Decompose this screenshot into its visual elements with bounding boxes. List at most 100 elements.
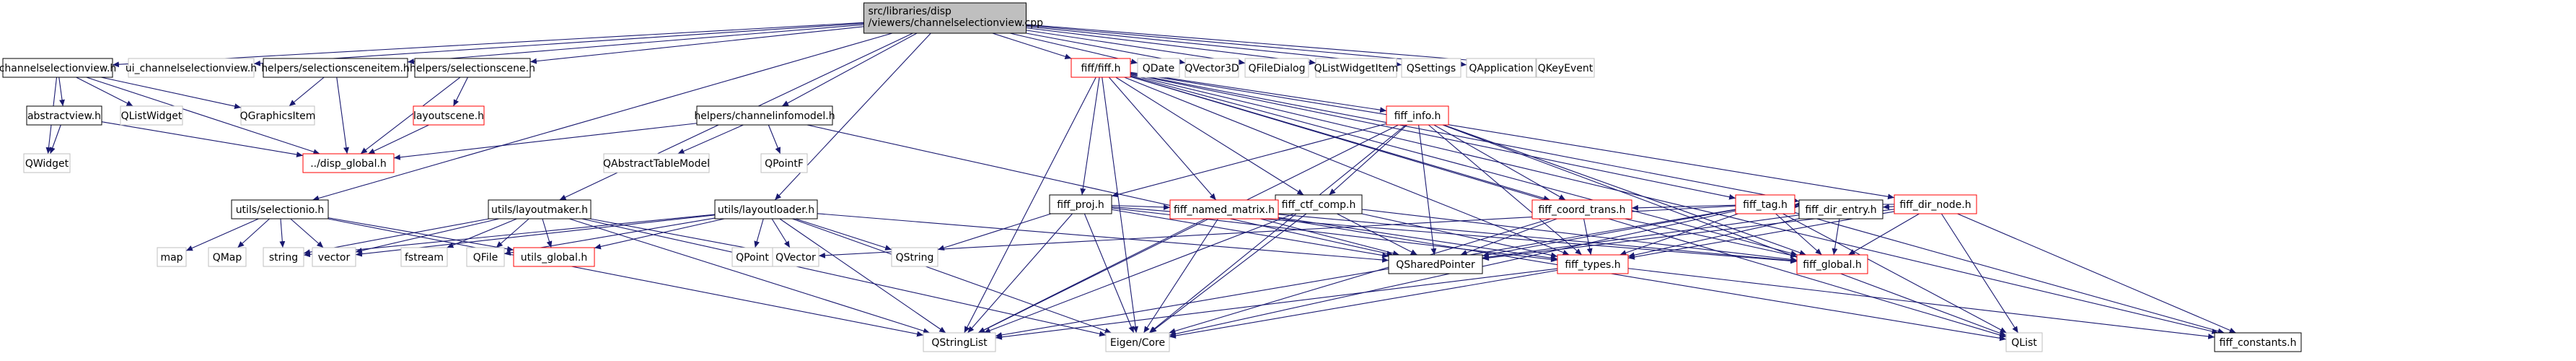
node-box [208,247,247,267]
edge-fiff_dir_entry_h-to-qsharedpointer [1482,214,1800,260]
node-label: fiff_named_matrix.h [1174,204,1275,216]
node-root-line1[interactable]: src/libraries/disp/viewers/channelselect… [863,2,1044,34]
edge-fiff_h-to-fiff_dir_entry_h [1130,73,1800,204]
node-label: QDate [1143,63,1174,74]
edge-fiff_dir_node_h-to-qlist [1940,213,2019,334]
node-label: Eigen/Core [1110,337,1165,349]
node-label: utils/layoutloader.h [718,204,814,216]
node-layoutloader-h[interactable]: utils/layoutloader.h [714,199,818,219]
node-label: QFile [473,252,498,264]
node-qfiledialog: QFileDialog [1244,58,1309,78]
node-layoutmaker-h[interactable]: utils/layoutmaker.h [488,199,592,219]
node-abstractview-h[interactable]: abstractview.h [26,105,102,126]
node-box [128,58,255,78]
node-fiff-dir-entry-h[interactable]: fiff_dir_entry.h [1798,199,1883,219]
edge-fiff_ctf_comp_h-to-eigen_core [1149,213,1307,334]
node-label: fiff_proj.h [1057,199,1104,211]
edge-fiff_types_h-to-eigen_core [1169,269,1558,339]
node-channelinfomodel-h[interactable]: helpers/channelinfomodel.h [694,105,835,126]
node-qstring: QString [891,247,938,267]
node-label: helpers/channelinfomodel.h [694,110,835,122]
node-box [1184,58,1239,78]
node-fiff-tag-h[interactable]: fiff_tag.h [1735,194,1795,214]
edge-fiff_dir_node_h-to-fiff_constants_h [1957,213,2236,334]
node-vector: vector [312,247,356,267]
node-box [2,58,113,78]
edge-fiff_h-to-fiff_tag_h [1130,73,1736,200]
node-qlistwidget: QListWidget [120,105,183,126]
node-utils-global-h[interactable]: utils_global.h [513,247,595,267]
node-box [2005,332,2043,352]
edge-channelselectionview_h-to-abstractview_h [58,77,65,107]
edge-fiff_tag_h-to-fiff_coord_trans_h [1631,204,1736,211]
node-fiff-info-h[interactable]: fiff_info.h [1386,105,1449,126]
edge-selectionscene_h-to-layoutscene_h [453,77,468,107]
node-ui-channelselectionview-h: ui_channelselectionview.h [126,58,257,78]
node-selectionio-h[interactable]: utils/selectionio.h [231,199,329,219]
edge-fiff_dir_entry_h-to-fiff_types_h [1627,218,1800,258]
node-box [1169,199,1279,219]
node-box [120,105,183,126]
edge-root_line1-to-selectionscene_h [529,26,864,64]
node-label: channelselectionview.h [0,63,116,74]
node-label: QSharedPointer [1396,259,1475,271]
node-box [760,153,808,173]
node-qsettings: QSettings [1401,58,1461,78]
edge-abstractview_h-to-disp_global_h [101,121,304,157]
node-fiff-dir-node-h[interactable]: fiff_dir_node.h [1894,194,1977,214]
edge-channelselectionview_h-to-disp_global_h [86,77,320,155]
node-fiff-ctf-comp-h[interactable]: fiff_ctf_comp.h [1275,194,1363,214]
node-layoutscene-h[interactable]: layoutscene.h [413,105,485,126]
edge-root_line1-to-selectionio_h [312,32,893,201]
node-selectionsceneitem-h[interactable]: helpers/selectionsceneitem.h [261,58,410,78]
node-label: vector [318,252,351,264]
node-selectionscene-h[interactable]: helpers/selectionscene.h [410,58,535,78]
node-label: utils_global.h [521,252,587,264]
edge-selectionsceneitem_h-to-disp_global_h [336,77,349,155]
node-label: QPointF [765,158,804,170]
node-box [891,247,938,267]
node-qfile: QFile [466,247,505,267]
edge-fiff_dir_entry_h-to-fiff_global_h [1832,218,1840,256]
node-disp-global-h[interactable]: ../disp_global.h [302,153,395,173]
edge-fiff_ctf_comp_h-to-fiff_global_h [1361,209,1798,263]
edge-layoutloader_h-to-utils_global_h [594,218,725,250]
node-channelselectionview-h[interactable]: channelselectionview.h [0,58,116,78]
dependency-edges [45,22,2236,342]
edge-fiff_info_h-to-fiff_proj_h [1111,123,1387,198]
node-fstream: fstream [400,247,448,267]
node-fiff-proj-h[interactable]: fiff_proj.h [1049,194,1112,214]
node-label: fiff/fiff.h [1081,63,1121,74]
node-fiff-global-h[interactable]: fiff_global.h [1796,254,1868,274]
node-label: QVector [775,252,816,264]
edge-fiff_tag_h-to-fiff_global_h [1775,213,1822,256]
edge-fiff_coord_trans_h-to-qsharedpointer [1460,218,1557,256]
node-fiff-h[interactable]: fiff/fiff.h [1071,58,1131,78]
edge-fiff_ctf_comp_h-to-fiff_types_h [1361,213,1558,258]
edge-layoutloader_h-to-qstring [795,218,892,251]
node-box [1796,254,1868,274]
node-label: QFileDialog [1248,63,1305,74]
node-label: fiff_ctf_comp.h [1282,199,1356,211]
node-fiff-types-h[interactable]: fiff_types.h [1557,254,1629,274]
node-label: layoutscene.h [413,110,484,122]
node-label: fiff_tag.h [1743,199,1788,211]
node-fiff-named-matrix-h[interactable]: fiff_named_matrix.h [1169,199,1279,219]
node-fiff-constants-h[interactable]: fiff_constants.h [2214,332,2302,352]
edge-fiff_h-to-fiff_constants_h [1130,74,2219,334]
node-box [1105,332,1170,352]
node-qsharedpointer[interactable]: QSharedPointer [1388,254,1483,274]
node-qvector: QVector [772,247,819,267]
node-label: abstractview.h [27,110,101,122]
edge-fiff_ctf_comp_h-to-qstringlist [983,213,1295,334]
edge-root_line1-to-qdate [1009,32,1138,65]
node-box [1071,58,1131,78]
node-qmap: QMap [208,247,247,267]
edge-fiff_h-to-fiff_proj_h [1080,77,1100,196]
node-label: fiff_types.h [1565,259,1620,271]
edge-layoutloader_h-to-qvector [771,218,791,248]
node-fiff-coord-trans-h[interactable]: fiff_coord_trans.h [1531,199,1632,219]
node-box [263,58,408,78]
edge-layoutscene_h-to-disp_global_h [368,124,429,155]
node-box [26,105,102,126]
